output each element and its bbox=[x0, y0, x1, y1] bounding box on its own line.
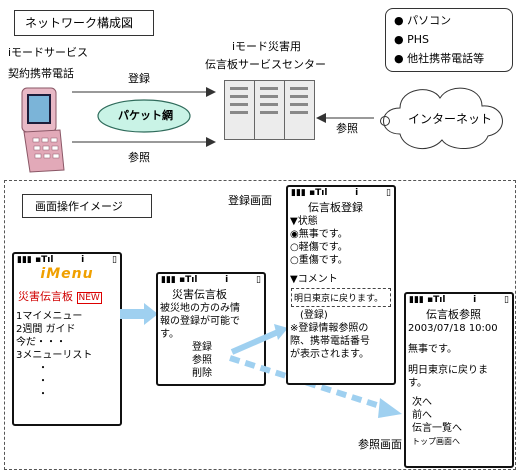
menu-item[interactable]: 今だ・・・ bbox=[16, 337, 66, 348]
info-icon: i bbox=[225, 275, 229, 285]
imenu-logo: iMenu bbox=[40, 266, 94, 282]
battery-icon: ▯ bbox=[386, 188, 391, 198]
message-line: 明日東京に戻りま bbox=[408, 365, 488, 376]
register-screen-label: 登録画面 bbox=[228, 194, 272, 207]
battery-icon: ▯ bbox=[504, 295, 509, 305]
menu-item[interactable]: 3メニューリスト bbox=[16, 350, 93, 361]
device-item: ● 他社携帯電話等 bbox=[394, 52, 485, 65]
signal-icon: ▮▮▮ ▪Tıl bbox=[161, 275, 198, 285]
status-bar: ▮▮▮ ▪Tıl i ▯ bbox=[158, 274, 264, 286]
contract-phone-label: 契約携帯電話 bbox=[8, 67, 74, 80]
connector-circle bbox=[380, 116, 390, 126]
imode-service-label: iモードサービス bbox=[8, 46, 89, 59]
note-line: 際、携帯電話番号 bbox=[290, 336, 370, 347]
description-line: 被災地の方のみ情 bbox=[160, 303, 240, 314]
center-label-line2: 伝言板サービスセンター bbox=[205, 58, 326, 71]
device-list-box: ● パソコン ● PHS ● 他社携帯電話等 bbox=[385, 8, 513, 72]
register-arrow bbox=[72, 87, 216, 97]
screen-ops-frame bbox=[4, 180, 516, 470]
signal-icon: ▮▮▮ ▪Tıl bbox=[291, 188, 328, 198]
state-option[interactable]: ○軽傷です。 bbox=[290, 242, 348, 253]
info-icon: i bbox=[81, 255, 85, 265]
internet-refer-label: 参照 bbox=[336, 122, 358, 135]
disaster-board-link[interactable]: 災害伝言板 NEW bbox=[18, 290, 102, 304]
continuation-dot: ・ bbox=[38, 389, 48, 400]
device-item: ● PHS bbox=[394, 33, 429, 46]
refer-screen-label: 参照画面 bbox=[358, 438, 402, 451]
menu-item[interactable]: 1マイメニュー bbox=[16, 311, 83, 322]
register-link[interactable]: 登録 bbox=[192, 342, 212, 353]
next-link[interactable]: 次へ bbox=[412, 397, 432, 408]
top-screen-link[interactable]: トップ画面へ bbox=[412, 437, 460, 446]
new-badge-icon: NEW bbox=[76, 292, 102, 304]
note-line: が表示されます。 bbox=[290, 349, 369, 360]
screen-ops-title-box: 画面操作イメージ bbox=[22, 194, 152, 218]
disaster-board-screen: ▮▮▮ ▪Tıl i ▯ 災害伝言板 被災地の方のみ情 報の登録が可能で す。 … bbox=[156, 272, 266, 386]
message-datetime: 2003/07/18 10:00 bbox=[408, 323, 498, 334]
center-label-line1: iモード災害用 bbox=[232, 40, 302, 53]
delete-link[interactable]: 削除 bbox=[192, 368, 212, 379]
continuation-dot: ・ bbox=[38, 363, 48, 374]
message-line: 無事です。 bbox=[408, 344, 457, 355]
registration-screen: ▮▮▮ ▪Tıl i ▯ 伝言板登録 ▼状態 ◉無事です。 ○軽傷です。 ○重傷… bbox=[286, 185, 396, 385]
internet-refer-arrow bbox=[316, 113, 374, 123]
state-option[interactable]: ◉無事です。 bbox=[290, 229, 348, 240]
refer-link[interactable]: 参照 bbox=[192, 355, 212, 366]
device-item: ● パソコン bbox=[394, 14, 452, 27]
state-option[interactable]: ○重傷です。 bbox=[290, 255, 348, 266]
register-arrow-label: 登録 bbox=[128, 72, 150, 85]
internet-cloud-icon bbox=[383, 87, 503, 149]
screen-ops-title: 画面操作イメージ bbox=[35, 200, 123, 213]
diagram-title-box: ネットワーク構成図 bbox=[14, 10, 154, 36]
refer-arrow bbox=[72, 137, 216, 147]
description-line: す。 bbox=[160, 329, 179, 340]
menu-item[interactable]: 2週間 ガイド bbox=[16, 324, 76, 335]
imenu-screen: ▮▮▮ ▪Tıl i ▯ iMenu 災害伝言板 NEW 1マイメニュー 2週間… bbox=[12, 252, 122, 426]
info-icon: i bbox=[355, 188, 359, 198]
message-list-link[interactable]: 伝言一覧へ bbox=[412, 423, 462, 434]
packet-network-ellipse bbox=[97, 99, 191, 133]
description-line: 報の登録が可能で bbox=[160, 316, 240, 327]
reference-screen: ▮▮▮ ▪Tıl i ▯ 伝言板参照 2003/07/18 10:00 無事です… bbox=[404, 292, 514, 468]
status-bar: ▮▮▮ ▪Tıl i ▯ bbox=[406, 294, 512, 306]
signal-icon: ▮▮▮ ▪Tıl bbox=[409, 295, 446, 305]
server-icon bbox=[254, 80, 285, 140]
battery-icon: ▯ bbox=[112, 255, 117, 265]
comment-field[interactable]: 明日東京に戻ります。 bbox=[291, 288, 391, 307]
packet-network-label: パケット網 bbox=[118, 109, 173, 122]
signal-icon: ▮▮▮ ▪Tıl bbox=[17, 255, 54, 265]
status-bar: ▮▮▮ ▪Tıl i ▯ bbox=[288, 187, 394, 199]
state-header: ▼状態 bbox=[290, 216, 318, 227]
server-icon bbox=[284, 80, 315, 140]
flip-phone-icon bbox=[21, 87, 65, 173]
register-title: 伝言板登録 bbox=[308, 201, 363, 214]
board-title: 災害伝言板 bbox=[172, 288, 227, 301]
register-flow-arrow bbox=[230, 324, 288, 355]
server-icon bbox=[224, 80, 255, 140]
continuation-dot: ・ bbox=[38, 376, 48, 387]
info-icon: i bbox=[473, 295, 477, 305]
note-line: ※登録情報参照の bbox=[290, 323, 369, 334]
battery-icon: ▯ bbox=[256, 275, 261, 285]
prev-link[interactable]: 前へ bbox=[412, 410, 432, 421]
flow-arrow bbox=[120, 303, 158, 325]
message-line: す。 bbox=[408, 378, 427, 389]
reference-title: 伝言板参照 bbox=[426, 308, 481, 321]
status-bar: ▮▮▮ ▪Tıl i ▯ bbox=[14, 254, 120, 266]
comment-header: ▼コメント bbox=[290, 274, 338, 285]
diagram-title: ネットワーク構成図 bbox=[25, 16, 134, 30]
internet-label: インターネット bbox=[408, 112, 493, 126]
register-button[interactable]: (登録) bbox=[300, 310, 328, 321]
refer-arrow-label: 参照 bbox=[128, 151, 150, 164]
